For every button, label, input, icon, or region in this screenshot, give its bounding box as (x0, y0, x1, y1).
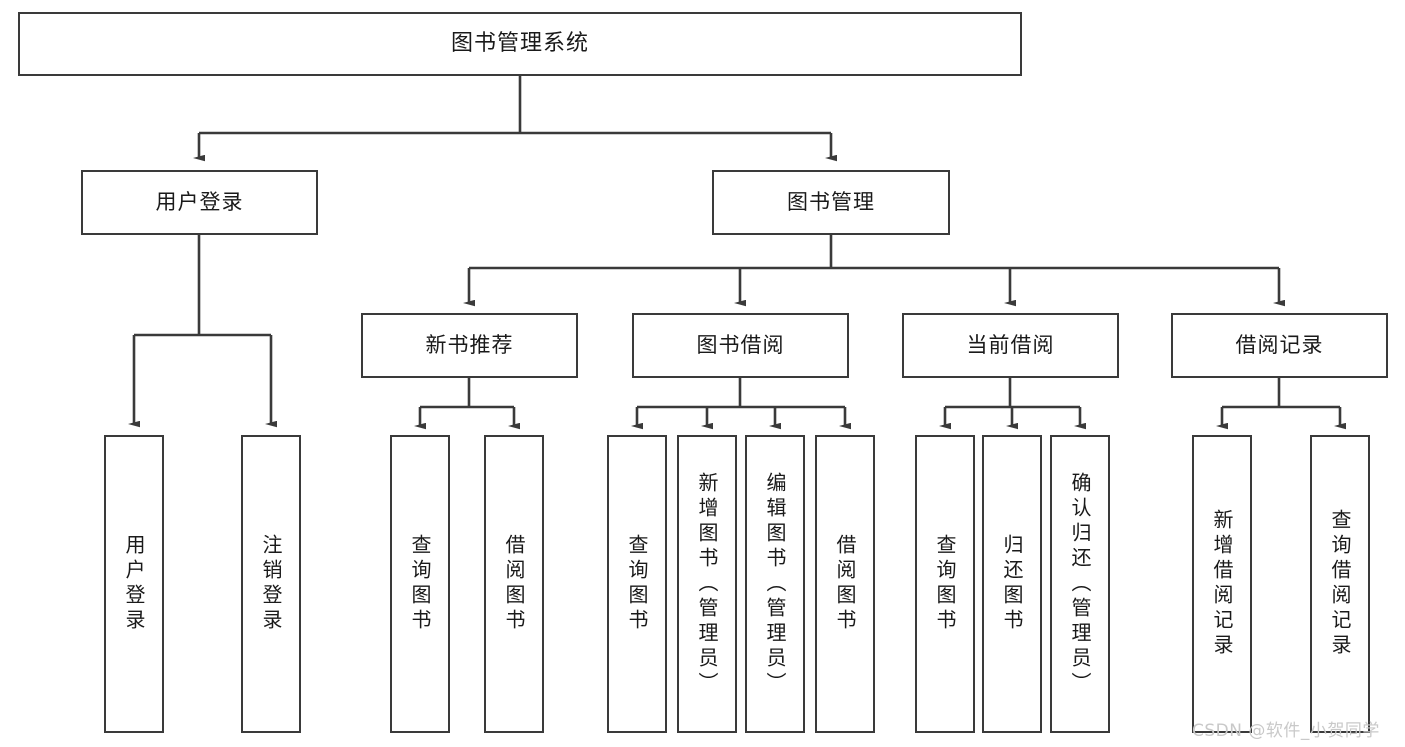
leaf-label: 编辑图书（管理员） (763, 471, 787, 697)
leaf-label: 借阅图书 (502, 534, 526, 634)
leaf-borrow-borrow-book[interactable]: 借阅图书 (815, 435, 875, 733)
leaf-label: 注销登录 (259, 534, 283, 634)
node-book-borrow[interactable]: 图书借阅 (632, 313, 849, 378)
leaf-label: 归还图书 (1000, 534, 1024, 634)
leaf-record-query[interactable]: 查询借阅记录 (1310, 435, 1370, 733)
leaf-label: 查询图书 (625, 534, 649, 634)
leaf-label: 查询图书 (933, 534, 957, 634)
leaf-current-query-book[interactable]: 查询图书 (915, 435, 975, 733)
leaf-current-return-book[interactable]: 归还图书 (982, 435, 1042, 733)
node-root-system[interactable]: 图书管理系统 (18, 12, 1022, 76)
leaf-user-login-login[interactable]: 用户登录 (104, 435, 164, 733)
node-user-login[interactable]: 用户登录 (81, 170, 318, 235)
leaf-new-book-query[interactable]: 查询图书 (390, 435, 450, 733)
leaf-borrow-add-book[interactable]: 新增图书（管理员） (677, 435, 737, 733)
leaf-label: 用户登录 (122, 534, 146, 634)
leaf-new-book-borrow[interactable]: 借阅图书 (484, 435, 544, 733)
leaf-current-confirm-return[interactable]: 确认归还（管理员） (1050, 435, 1110, 733)
leaf-label: 查询图书 (408, 534, 432, 634)
leaf-borrow-edit-book[interactable]: 编辑图书（管理员） (745, 435, 805, 733)
node-borrow-record[interactable]: 借阅记录 (1171, 313, 1388, 378)
leaf-label: 借阅图书 (833, 534, 857, 634)
leaf-borrow-query-book[interactable]: 查询图书 (607, 435, 667, 733)
leaf-record-add[interactable]: 新增借阅记录 (1192, 435, 1252, 733)
node-new-book-recommend[interactable]: 新书推荐 (361, 313, 578, 378)
leaf-user-login-logout[interactable]: 注销登录 (241, 435, 301, 733)
leaf-label: 新增图书（管理员） (695, 471, 719, 697)
node-book-management[interactable]: 图书管理 (712, 170, 950, 235)
leaf-label: 新增借阅记录 (1210, 509, 1234, 659)
leaf-label: 查询借阅记录 (1328, 509, 1352, 659)
node-current-borrow[interactable]: 当前借阅 (902, 313, 1119, 378)
leaf-label: 确认归还（管理员） (1068, 471, 1092, 697)
